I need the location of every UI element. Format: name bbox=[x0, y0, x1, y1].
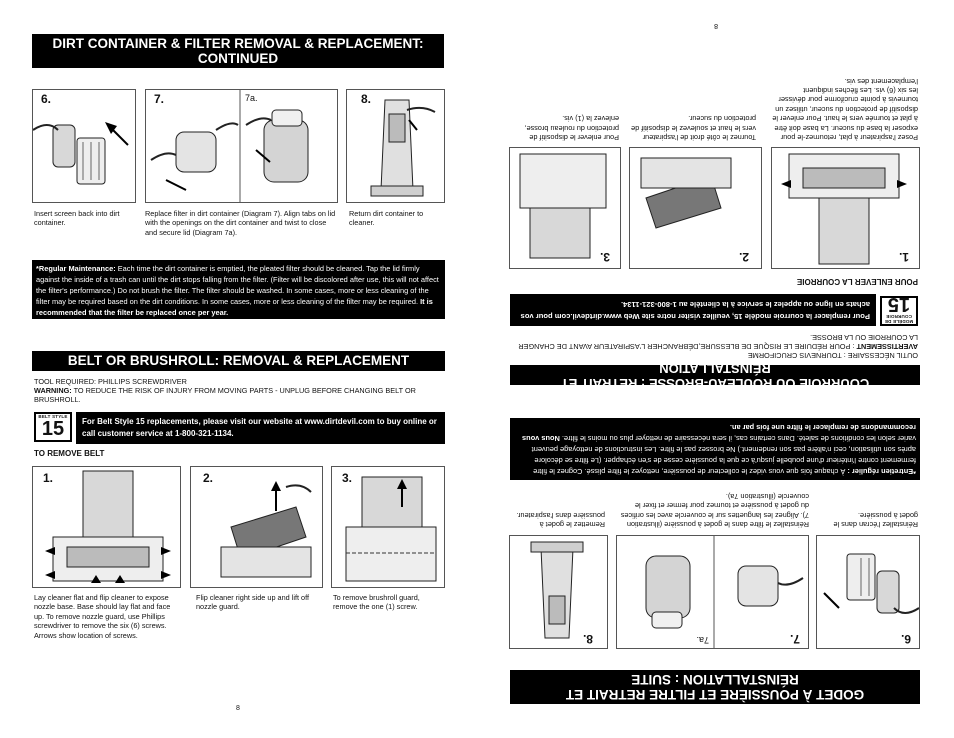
maintenance-label: *Regular Maintenance: bbox=[36, 264, 116, 273]
brushroll-guard-illustration bbox=[519, 153, 607, 259]
section-header-godet: GODET À POUSSIÈRE ET FILTRE RETRAIT ET R… bbox=[510, 670, 920, 704]
step-6-caption: Insert screen back into dirt container. bbox=[34, 209, 120, 228]
section-header-dirt-container: DIRT CONTAINER & FILTER REMOVAL & REPLAC… bbox=[32, 34, 444, 68]
section-title: BELT OR BRUSHROLL: REMOVAL & REPLACEMENT bbox=[67, 353, 410, 369]
maintenance-label: *Entretien régulier : bbox=[847, 467, 916, 476]
diagram-step-6: 6. bbox=[816, 535, 920, 649]
section-header-belt: BELT OR BRUSHROLL: REMOVAL & REPLACEMENT bbox=[32, 351, 445, 371]
step-number: 8. bbox=[361, 92, 372, 106]
warning-label: AVERTISSEMENT bbox=[856, 342, 919, 351]
badge-number: 15 bbox=[41, 418, 65, 440]
diagram-step-8: 8. bbox=[346, 89, 445, 203]
step-number: 3. bbox=[599, 250, 610, 264]
step-number: 6. bbox=[900, 632, 911, 646]
page-number: 8 bbox=[714, 22, 718, 29]
step-number: 7. bbox=[789, 632, 800, 646]
warning-text: WARNING: TO REDUCE THE RISK OF INJURY FR… bbox=[34, 386, 444, 405]
replace-filter-illustration bbox=[150, 90, 309, 202]
tool-required: OUTIL NÉCESSAIRE : TOURNEVIS CRUCIFORME bbox=[747, 351, 918, 360]
belt-step-2-caption: Tournez le côté droit de l'aspirateur ve… bbox=[631, 114, 756, 142]
warning-label: WARNING: bbox=[34, 386, 72, 395]
page-number: 8 bbox=[236, 705, 240, 712]
belt-step-1-caption: Posez l'aspirateur à plat, retournez-le … bbox=[772, 76, 918, 142]
belt-style-badge: BELT STYLE 15 bbox=[34, 412, 72, 442]
left-page: DIRT CONTAINER & FILTER REMOVAL & REPLAC… bbox=[32, 34, 445, 712]
maintenance-note: *Entretien régulier : À chaque fois que … bbox=[510, 418, 920, 480]
to-remove-belt-heading: POUR ENLEVER LA COURROIE bbox=[796, 277, 918, 286]
step-8-caption: Remettez le godet à poussière dans l'asp… bbox=[516, 510, 605, 529]
step-number: 2. bbox=[203, 471, 214, 485]
step-sub-number: 7a. bbox=[696, 635, 709, 645]
maintenance-note: *Regular Maintenance: Each time the dirt… bbox=[32, 260, 445, 319]
section-header-courroie: COURROIE OU ROULEAU-BROSSE : RETRAIT ET … bbox=[510, 361, 920, 391]
right-page: GODET À POUSSIÈRE ET FILTRE RETRAIT ET R… bbox=[477, 0, 954, 738]
badge-number: 15 bbox=[887, 293, 911, 315]
brushroll-guard-illustration bbox=[345, 476, 437, 582]
step-number: 7. bbox=[154, 92, 165, 106]
step-7-caption: Réinstallez le filtre dans le godet à po… bbox=[620, 491, 809, 529]
belt-step-2-caption: Flip cleaner right side up and lift off … bbox=[196, 593, 310, 612]
warning-body: TO REDUCE THE RISK OF INJURY FROM MOVING… bbox=[34, 386, 416, 405]
tool-required: TOOL REQUIRED: PHILLIPS SCREWDRIVER bbox=[34, 377, 187, 386]
belt-step-1-caption: Lay cleaner flat and flip cleaner to exp… bbox=[34, 593, 171, 640]
return-container-illustration bbox=[530, 541, 584, 639]
belt-step-3-caption: Pour enlever le dispositif de protection… bbox=[524, 114, 619, 142]
nozzle-base-illustration bbox=[781, 153, 907, 265]
warning-text: AVERTISSEMENT : POUR RÉDUIRE LE RISQUE D… bbox=[510, 332, 918, 351]
belt-callout: Pour remplacer la courroie modèle 15, ve… bbox=[510, 294, 876, 326]
diagram-belt-step-1: 1. bbox=[771, 147, 920, 269]
section-title-line2: RÉINSTALLATION : SUITE bbox=[631, 672, 799, 687]
nozzle-base-illustration bbox=[45, 470, 171, 583]
return-container-illustration bbox=[370, 99, 436, 197]
replace-filter-illustration bbox=[645, 536, 804, 648]
step-number: 6. bbox=[41, 92, 52, 106]
maintenance-text: Each time the dirt container is emptied,… bbox=[36, 264, 439, 306]
step-number: 1. bbox=[43, 471, 54, 485]
badge-label: BELT STYLE bbox=[38, 414, 68, 419]
section-title-line1: DIRT CONTAINER & FILTER REMOVAL & REPLAC… bbox=[52, 35, 424, 51]
step-number: 3. bbox=[342, 471, 353, 485]
diagram-belt-step-3: 3. bbox=[331, 466, 445, 588]
diagram-belt-step-2: 2. bbox=[190, 466, 323, 588]
lift-nozzle-guard-illustration bbox=[220, 481, 312, 578]
insert-screen-illustration bbox=[33, 122, 129, 185]
diagram-step-8: 8. bbox=[509, 535, 608, 649]
step-number: 1. bbox=[898, 250, 909, 264]
section-title-line2: CONTINUED bbox=[197, 51, 279, 66]
step-6-caption: Réinstallez l'écran dans le godet à pous… bbox=[833, 510, 918, 529]
diagram-belt-step-3: 3. bbox=[509, 147, 621, 269]
diagram-belt-step-1: 1. bbox=[32, 466, 181, 588]
diagram-step-6: 6. bbox=[32, 89, 136, 203]
step-number: 2. bbox=[738, 250, 749, 264]
step-number: 8. bbox=[582, 632, 593, 646]
section-title: COURROIE OU ROULEAU-BROSSE : RETRAIT ET … bbox=[560, 361, 870, 391]
belt-style-badge: MODÈLE DE COURROIE 15 bbox=[880, 293, 918, 326]
to-remove-belt-heading: TO REMOVE BELT bbox=[34, 449, 105, 458]
section-title-line1: GODET À POUSSIÈRE ET FILTRE RETRAIT ET bbox=[565, 687, 865, 703]
step-7-caption: Replace filter in dirt container (Diagra… bbox=[145, 209, 336, 237]
maintenance-bold: It is recommended that the filter be rep… bbox=[36, 297, 433, 317]
diagram-step-7: 7. 7a. bbox=[145, 89, 338, 203]
badge-label: MODÈLE DE COURROIE bbox=[884, 314, 914, 324]
belt-step-3-caption: To remove brushroll guard, remove the on… bbox=[333, 593, 420, 612]
belt-callout: For Belt Style 15 replacements, please v… bbox=[76, 412, 445, 444]
insert-screen-illustration bbox=[823, 553, 919, 614]
step-8-caption: Return dirt container to cleaner. bbox=[349, 209, 424, 228]
lift-nozzle-guard-illustration bbox=[640, 157, 732, 229]
step-sub-number: 7a. bbox=[245, 93, 258, 103]
diagram-step-7: 7. 7a. bbox=[616, 535, 809, 649]
diagram-belt-step-2: 2. bbox=[629, 147, 762, 269]
